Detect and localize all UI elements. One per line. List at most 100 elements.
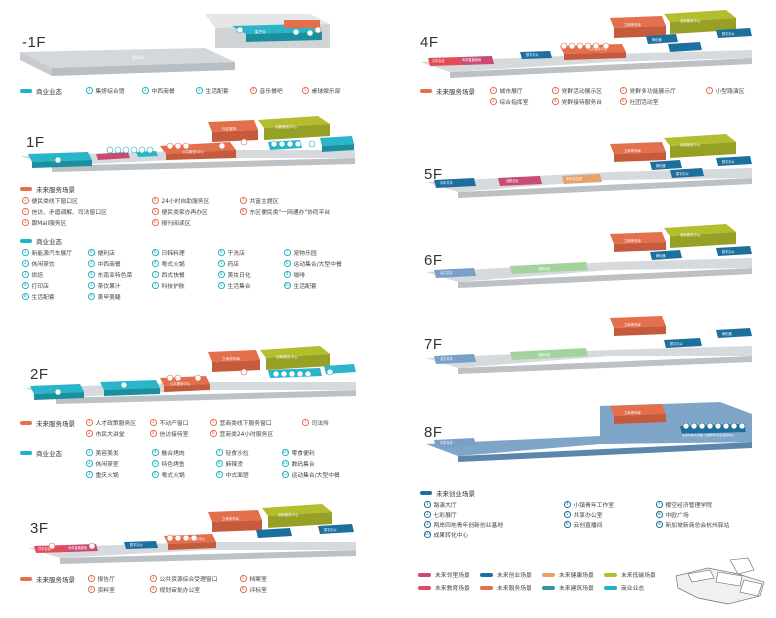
block-label: 青年共享 (440, 180, 454, 185)
block-label: 星巴克 (255, 29, 266, 34)
block-label: 社区服务 (222, 126, 237, 131)
floor-label-b1: -1F (22, 34, 46, 51)
block-label: 孵化器 (722, 331, 732, 336)
block-label: 创新服务中心 (680, 142, 701, 147)
floor-label-2f: 2F (30, 366, 49, 383)
block-label: 未来实验室 (566, 176, 582, 181)
block-label: 立体停车库 (624, 322, 642, 327)
block-label: 活力共享 (440, 356, 454, 361)
block-label: 立体停车库 (624, 410, 642, 415)
floor-label-8f: 8F (424, 424, 443, 441)
scene-legend-item: 未来低碳场景 (604, 570, 656, 579)
legend-title-8f: 未来创业场景 (420, 488, 475, 498)
floor-plan-2f: 立体停车库 创新服务中心 公共服务中心 (24, 346, 356, 404)
block-label: 数字办公 (526, 52, 540, 57)
block-label: 数字办公 (670, 341, 684, 346)
block-label: 公共服务中心 (170, 381, 191, 386)
floor-plan-b1: 停车场 星巴克 (20, 14, 330, 76)
floor-label-3f: 3F (30, 520, 49, 537)
scene-legend-item: 未来邻里场景 (418, 570, 470, 579)
block-label: 电商直播基地 (68, 545, 88, 550)
scene-legend-item: 未来服务场景 (480, 583, 532, 592)
floor-plan-3f: 共享会议 电商直播基地 数字办公 公共服务中心 立体停车库 创新服务中心 数字办… (28, 504, 356, 564)
block-label: 数字办公 (130, 542, 144, 547)
floor-label-6f: 6F (424, 252, 443, 269)
legend-title-service-2f: 未来服务场景 (20, 418, 75, 428)
legend-title-service-1f: 未来服务场景 (20, 184, 75, 194)
block-label: 创新创业 (506, 178, 519, 183)
legend-title-biz-1f: 商业业态 (20, 236, 62, 246)
block-label: 停车场 (132, 54, 144, 60)
scene-legend-item: 未来建筑场景 (542, 583, 594, 592)
block-label: 数字办公 (722, 31, 736, 36)
scene-legend-item: 未来健康场景 (542, 570, 594, 579)
block-label: 未来科技大讲堂 小镇青年创业活动中心 (682, 432, 734, 437)
block-label: 创新创业 (538, 352, 551, 357)
legend-title-service-4f: 未来服务场景 (420, 86, 475, 96)
block-label: 创新服务中心 (276, 354, 298, 359)
block-label: 数字办公 (676, 171, 690, 176)
block-label: 电商直播基地 (462, 57, 482, 62)
floor-plan-1f: 社区服务 创新服务中心 公共服务中心 (20, 116, 355, 172)
block-label: 数字办公 (722, 159, 736, 164)
block-label: 孵化器 (652, 37, 662, 42)
block-label: 公共服务中心 (182, 149, 204, 154)
scene-legend-item: 商业业态 (604, 583, 644, 592)
floor-plan-4f: 共享会议 电商直播基地 数字办公 公共服务中心 立体停车库 创新服务中心 孵化器… (420, 10, 752, 78)
scene-legend-item: 未来教育场景 (418, 583, 470, 592)
legend-title-biz-2f: 商业业态 (20, 448, 62, 458)
floor-plan-7f: 活力共享 创新创业 立体停车库 数字办公 孵化器 (426, 316, 752, 374)
floor-label-5f: 5F (424, 166, 443, 183)
block-label: 创新服务中心 (680, 18, 701, 23)
